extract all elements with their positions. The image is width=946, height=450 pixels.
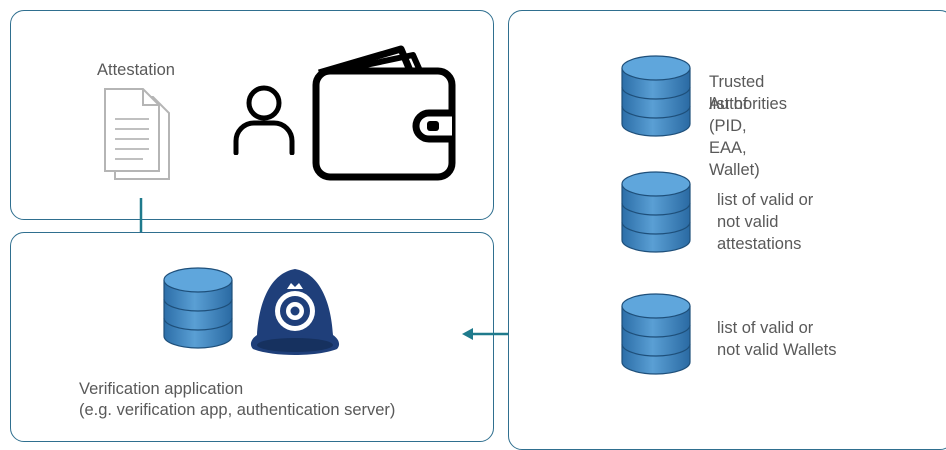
- verifier-panel: Verification application (e.g. verificat…: [10, 232, 494, 442]
- registry-item-label-line: Trusted list of: [709, 73, 765, 113]
- registry-item-label-line: not valid Wallets: [717, 341, 837, 359]
- registry-item-authorities: Trusted list of Authorities (PID, EAA, W…: [621, 55, 787, 179]
- registry-item-label-line: list of valid or: [717, 319, 814, 337]
- wallet-icon: [312, 45, 456, 181]
- police-helmet-icon: [250, 269, 340, 355]
- verifier-label-line2: (e.g. verification app, authentication s…: [79, 401, 396, 419]
- registry-item-label-line: not valid: [717, 213, 779, 231]
- registry-item-wallets: list of valid or not valid Wallets: [621, 293, 837, 387]
- registry-item-attestations: list of valid or not valid attestations: [621, 171, 813, 265]
- attestation-label: Attestation: [97, 61, 175, 79]
- registry-panel: Trusted list of Authorities (PID, EAA, W…: [508, 10, 946, 450]
- registry-item-label-line: attestations: [717, 235, 802, 253]
- verifier-label-line1: Verification application: [79, 380, 244, 398]
- database-icon: [163, 267, 233, 349]
- database-icon: [621, 55, 691, 137]
- user-icon: [233, 85, 295, 155]
- document-icon: [104, 88, 170, 180]
- registry-item-label-line: (PID, EAA, Wallet): [709, 117, 760, 179]
- holder-panel: Attestation: [10, 10, 494, 220]
- registry-item-label-line: list of valid or: [717, 191, 814, 209]
- database-icon: [621, 293, 691, 375]
- registry-item-label-line: Authorities: [709, 95, 787, 113]
- database-icon: [621, 171, 691, 253]
